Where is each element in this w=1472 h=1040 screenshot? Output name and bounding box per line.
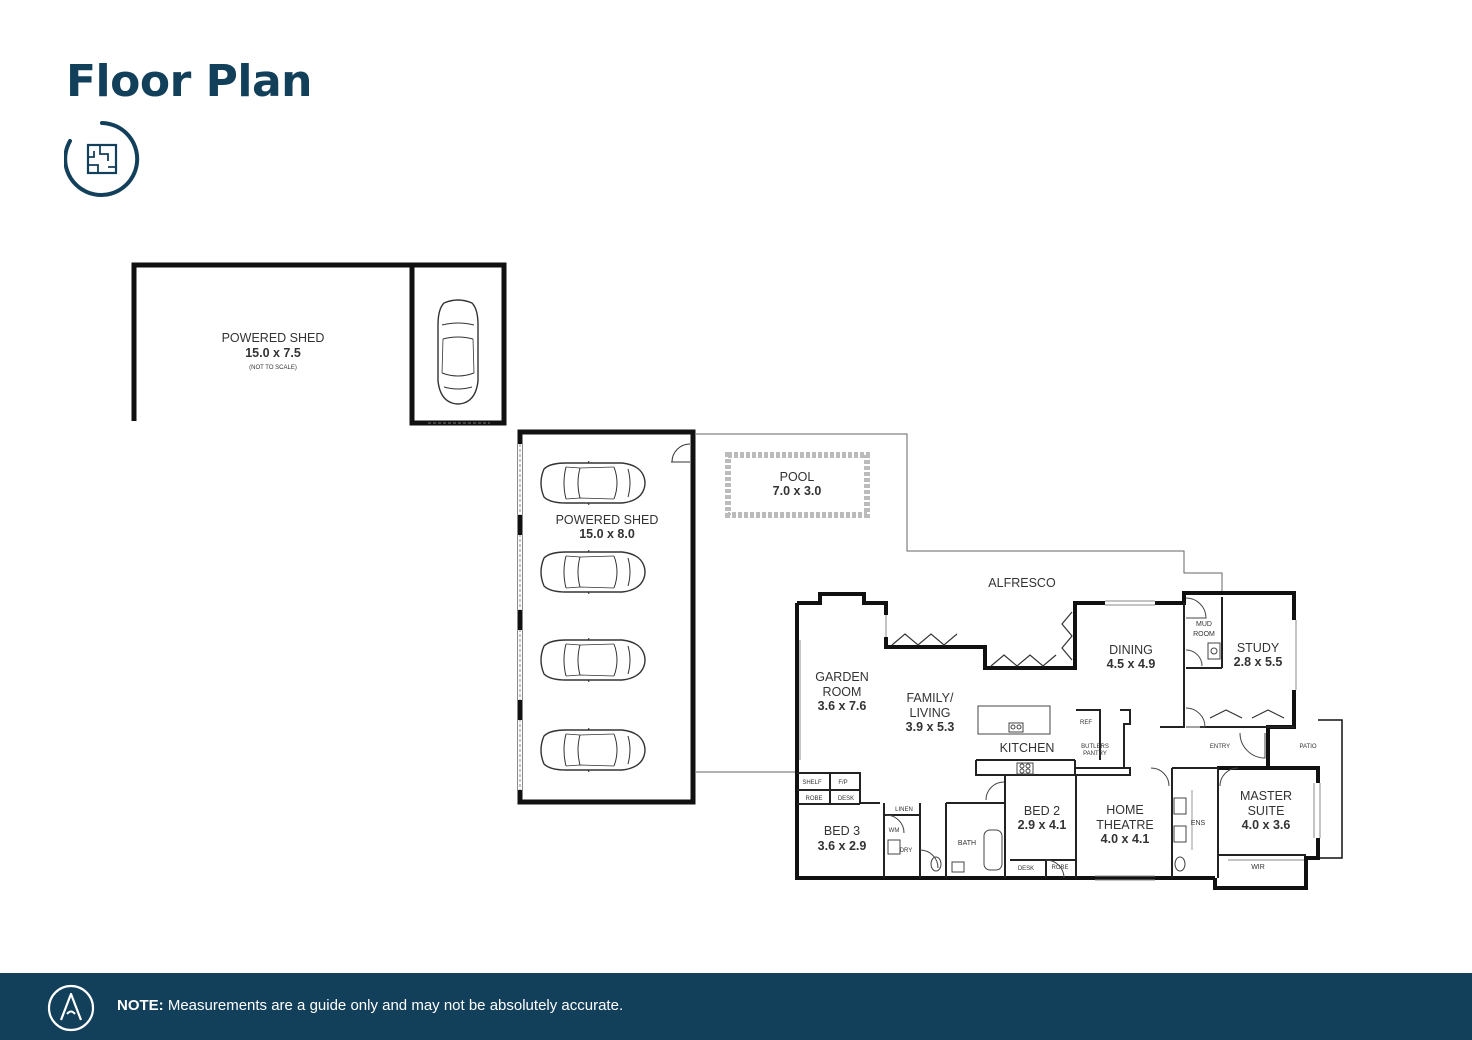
label-wir: WIR	[1251, 864, 1265, 871]
door-swings	[885, 597, 1266, 879]
label-linen: LINEN	[895, 807, 913, 813]
car-icon	[540, 461, 646, 505]
page-title: Floor Plan	[66, 56, 312, 107]
label-pantry: PANTRY	[1083, 751, 1107, 757]
room-name: LIVING	[910, 706, 951, 720]
room-name: POOL	[780, 470, 815, 484]
room-dims: 4.5 x 4.9	[1107, 657, 1156, 671]
bifold-doors	[891, 611, 1285, 719]
house-walls	[795, 591, 1343, 890]
room-name: POWERED SHED	[222, 331, 325, 345]
label-dry: DRY	[900, 848, 913, 854]
windows	[799, 600, 1321, 881]
floor-plan-icon	[64, 121, 140, 197]
label-wm: WM	[889, 828, 900, 834]
room-dims: 15.0 x 7.5	[245, 346, 301, 360]
label-desk: DESK	[838, 796, 854, 802]
powered-shed-top: POWERED SHED 15.0 x 7.5 (NOT TO SCALE)	[131, 262, 507, 426]
label-butlers: BUTLERS	[1081, 744, 1109, 750]
car-icon	[540, 638, 646, 682]
label-shelf: SHELF	[802, 780, 822, 786]
disclaimer-note: NOTE: Measurements are a guide only and …	[117, 997, 623, 1014]
label-fp: F/P	[838, 780, 847, 786]
room-dims: 2.9 x 4.1	[1018, 818, 1067, 832]
label-entry: ENTRY	[1210, 744, 1230, 750]
room-name: HOME	[1106, 803, 1144, 817]
room-name: FAMILY/	[906, 691, 954, 705]
label-bath: BATH	[958, 840, 976, 847]
room-dims: 3.9 x 5.3	[906, 720, 955, 734]
car-icon	[437, 299, 479, 405]
car-icon	[540, 550, 646, 594]
room-labels: GARDEN ROOM 3.6 x 7.6 FAMILY/ LIVING 3.9…	[802, 621, 1317, 872]
room-dims: 3.6 x 7.6	[818, 699, 867, 713]
label-ens: ENS	[1191, 820, 1206, 827]
label-patio: PATIO	[1299, 744, 1316, 750]
footer-bar: NOTE: Measurements are a guide only and …	[0, 973, 1472, 1040]
room-dims: 3.6 x 2.9	[818, 839, 867, 853]
room-name: BED 3	[824, 824, 860, 838]
room-name-alfresco: ALFRESCO	[988, 576, 1056, 590]
room-dims: 2.8 x 5.5	[1234, 655, 1283, 669]
fixtures	[887, 642, 1304, 873]
label-robe: ROBE	[1051, 865, 1068, 871]
label-desk: DESK	[1018, 866, 1034, 872]
room-name: MUD	[1196, 621, 1212, 628]
room-dims: 7.0 x 3.0	[773, 484, 822, 498]
room-name: STUDY	[1237, 641, 1280, 655]
room-name: KITCHEN	[1000, 741, 1055, 755]
label-ref: REF	[1080, 720, 1092, 726]
car-icon	[540, 728, 646, 772]
room-name: ROOM	[823, 685, 862, 699]
compass-a-logo	[47, 984, 95, 1032]
room-name: BED 2	[1024, 804, 1060, 818]
powered-shed-main: POWERED SHED 15.0 x 8.0	[517, 429, 696, 805]
room-name: THEATRE	[1096, 818, 1153, 832]
room-dims: 4.0 x 3.6	[1242, 818, 1291, 832]
room-name: DINING	[1109, 643, 1153, 657]
floor-plan-drawing: POWERED SHED 15.0 x 7.5 (NOT TO SCALE) P…	[131, 262, 1343, 890]
room-name: MASTER	[1240, 789, 1292, 803]
pool: POOL 7.0 x 3.0	[725, 452, 870, 518]
room-dims: 4.0 x 4.1	[1101, 832, 1150, 846]
scale-note: (NOT TO SCALE)	[249, 365, 297, 371]
site-boundary	[696, 433, 1223, 773]
interior-walls	[797, 597, 1306, 878]
room-name: POWERED SHED	[556, 513, 659, 527]
note-label: NOTE:	[117, 997, 164, 1014]
room-name: GARDEN	[815, 670, 868, 684]
room-dims: 15.0 x 8.0	[579, 527, 635, 541]
label-robe: ROBE	[805, 796, 822, 802]
room-name: ROOM	[1193, 631, 1215, 638]
room-name: SUITE	[1248, 804, 1285, 818]
note-text: Measurements are a guide only and may no…	[163, 997, 624, 1014]
